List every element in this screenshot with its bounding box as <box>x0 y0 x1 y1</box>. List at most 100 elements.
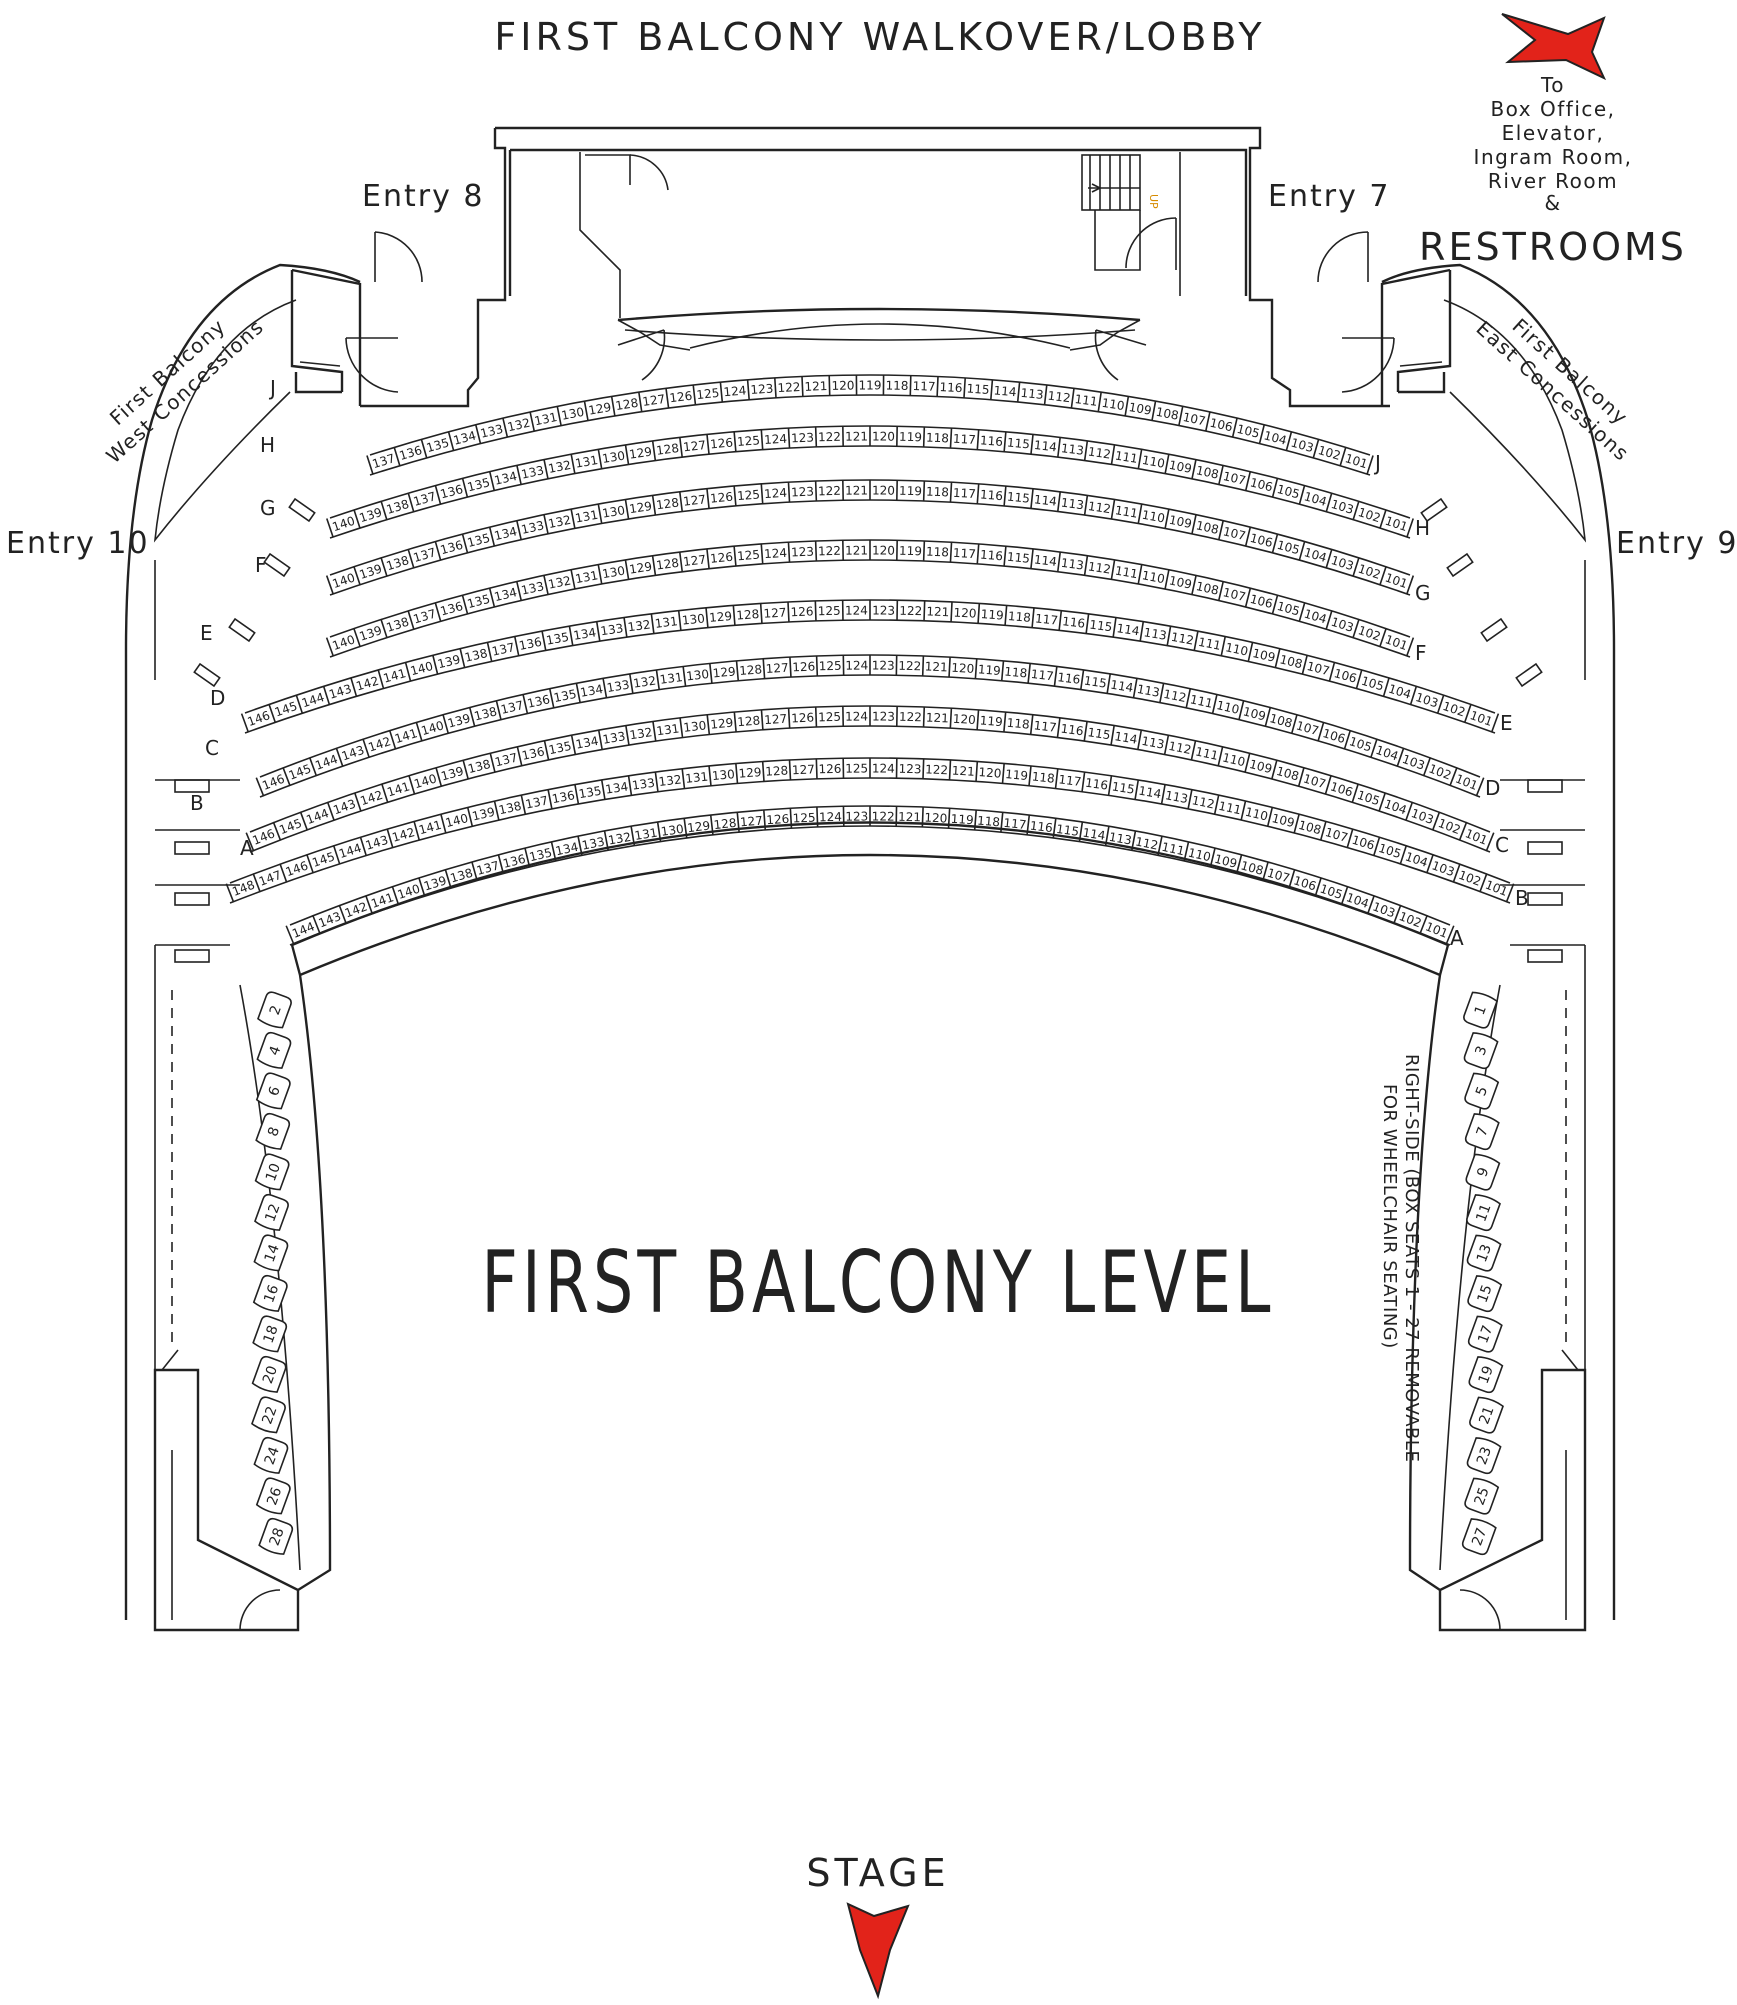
seat-e-133[interactable]: 133 <box>600 621 625 638</box>
seat-j-131[interactable]: 131 <box>533 410 558 428</box>
seat-e-110[interactable]: 110 <box>1224 640 1249 658</box>
seat-c-130[interactable]: 130 <box>683 718 707 735</box>
seat-e-124[interactable]: 124 <box>845 603 868 617</box>
seat-e-130[interactable]: 130 <box>681 611 705 627</box>
seat-f-122[interactable]: 122 <box>818 544 841 559</box>
seat-b-123[interactable]: 123 <box>898 762 921 777</box>
seat-f-114[interactable]: 114 <box>1033 552 1057 569</box>
seat-c-118[interactable]: 118 <box>1006 716 1030 732</box>
seat-f-127[interactable]: 127 <box>682 552 706 569</box>
seat-c-129[interactable]: 129 <box>710 716 734 732</box>
seat-h-122[interactable]: 122 <box>818 430 841 445</box>
seat-g-131[interactable]: 131 <box>574 508 599 526</box>
seat-j-117[interactable]: 117 <box>912 379 935 394</box>
seat-c-116[interactable]: 116 <box>1060 721 1085 738</box>
seat-b-129[interactable]: 129 <box>738 765 762 781</box>
seat-a-110[interactable]: 110 <box>1187 845 1212 864</box>
seat-j-108[interactable]: 108 <box>1155 405 1180 423</box>
seat-h-120[interactable]: 120 <box>872 429 895 443</box>
seat-d-131[interactable]: 131 <box>659 670 684 687</box>
seat-j-128[interactable]: 128 <box>614 396 639 413</box>
seat-c-135[interactable]: 135 <box>547 739 572 757</box>
box-seat-15[interactable]: 15 <box>1467 1274 1502 1313</box>
seat-h-127[interactable]: 127 <box>682 438 706 454</box>
seat-h-114[interactable]: 114 <box>1033 438 1057 454</box>
seat-c-111[interactable]: 111 <box>1194 744 1219 763</box>
seat-b-111[interactable]: 111 <box>1217 799 1242 818</box>
seat-f-113[interactable]: 113 <box>1060 556 1085 573</box>
seat-g-133[interactable]: 133 <box>520 518 545 537</box>
seat-e-129[interactable]: 129 <box>709 609 733 625</box>
seat-b-113[interactable]: 113 <box>1164 788 1189 806</box>
seat-f-126[interactable]: 126 <box>709 550 733 566</box>
seat-d-132[interactable]: 132 <box>632 674 657 691</box>
seat-b-121[interactable]: 121 <box>951 764 975 779</box>
seat-b-116[interactable]: 116 <box>1084 776 1109 793</box>
box-seat-24[interactable]: 24 <box>254 1436 289 1475</box>
seat-e-138[interactable]: 138 <box>463 646 488 665</box>
seat-d-116[interactable]: 116 <box>1057 670 1082 687</box>
seat-a-117[interactable]: 117 <box>1003 816 1027 832</box>
seat-b-124[interactable]: 124 <box>872 761 895 775</box>
seat-g-126[interactable]: 126 <box>709 490 733 506</box>
seat-c-132[interactable]: 132 <box>629 725 654 742</box>
box-seat-12[interactable]: 12 <box>254 1193 289 1232</box>
seat-a-127[interactable]: 127 <box>739 814 763 830</box>
seat-a-118[interactable]: 118 <box>977 814 1001 830</box>
seat-c-127[interactable]: 127 <box>764 712 788 727</box>
seat-d-124[interactable]: 124 <box>845 658 868 672</box>
seat-f-129[interactable]: 129 <box>628 559 653 576</box>
seat-h-117[interactable]: 117 <box>953 432 977 447</box>
seat-j-129[interactable]: 129 <box>587 400 612 418</box>
seat-j-127[interactable]: 127 <box>642 392 667 409</box>
seat-e-116[interactable]: 116 <box>1062 614 1086 631</box>
seat-h-121[interactable]: 121 <box>845 429 868 443</box>
seat-g-132[interactable]: 132 <box>547 513 572 531</box>
seat-c-128[interactable]: 128 <box>737 713 761 729</box>
seat-e-123[interactable]: 123 <box>872 603 895 617</box>
seat-d-127[interactable]: 127 <box>765 661 789 676</box>
seat-j-118[interactable]: 118 <box>885 379 908 393</box>
seat-d-118[interactable]: 118 <box>1004 664 1028 680</box>
seat-e-117[interactable]: 117 <box>1034 611 1058 627</box>
seat-h-129[interactable]: 129 <box>628 445 653 462</box>
box-seat-2[interactable]: 2 <box>257 991 292 1030</box>
seat-a-134[interactable]: 134 <box>554 840 579 858</box>
seat-g-112[interactable]: 112 <box>1087 499 1112 516</box>
seat-j-124[interactable]: 124 <box>723 383 747 399</box>
seat-d-125[interactable]: 125 <box>819 659 842 674</box>
seat-d-136[interactable]: 136 <box>526 692 551 711</box>
seat-h-118[interactable]: 118 <box>926 430 949 445</box>
seat-f-120[interactable]: 120 <box>872 543 895 557</box>
seat-f-124[interactable]: 124 <box>764 546 788 561</box>
box-seat-11[interactable]: 11 <box>1465 1193 1500 1232</box>
seat-j-120[interactable]: 120 <box>831 379 854 393</box>
seat-e-121[interactable]: 121 <box>926 604 949 619</box>
seat-a-119[interactable]: 119 <box>950 812 974 827</box>
seat-g-114[interactable]: 114 <box>1033 492 1057 509</box>
seat-c-114[interactable]: 114 <box>1114 729 1139 747</box>
seat-f-121[interactable]: 121 <box>845 543 868 557</box>
box-seat-20[interactable]: 20 <box>252 1355 287 1394</box>
seat-h-110[interactable]: 110 <box>1141 453 1166 471</box>
seat-c-126[interactable]: 126 <box>791 710 815 725</box>
seat-d-114[interactable]: 114 <box>1109 678 1134 696</box>
seat-c-133[interactable]: 133 <box>602 729 627 747</box>
seat-d-135[interactable]: 135 <box>552 687 577 705</box>
seat-c-136[interactable]: 136 <box>520 744 545 763</box>
seat-h-134[interactable]: 134 <box>493 469 518 488</box>
seat-j-125[interactable]: 125 <box>696 386 720 402</box>
seat-b-122[interactable]: 122 <box>925 762 948 777</box>
seat-b-134[interactable]: 134 <box>604 779 629 796</box>
seat-h-132[interactable]: 132 <box>547 458 572 476</box>
seat-b-114[interactable]: 114 <box>1137 784 1162 802</box>
seat-b-118[interactable]: 118 <box>1031 770 1055 786</box>
seat-h-115[interactable]: 115 <box>1006 435 1030 451</box>
seat-c-121[interactable]: 121 <box>926 710 950 725</box>
seat-e-128[interactable]: 128 <box>736 607 760 623</box>
seat-g-109[interactable]: 109 <box>1168 513 1193 531</box>
box-seat-6[interactable]: 6 <box>256 1072 291 1111</box>
seat-h-125[interactable]: 125 <box>737 433 761 449</box>
seat-b-138[interactable]: 138 <box>497 799 522 818</box>
seat-g-120[interactable]: 120 <box>872 483 895 497</box>
